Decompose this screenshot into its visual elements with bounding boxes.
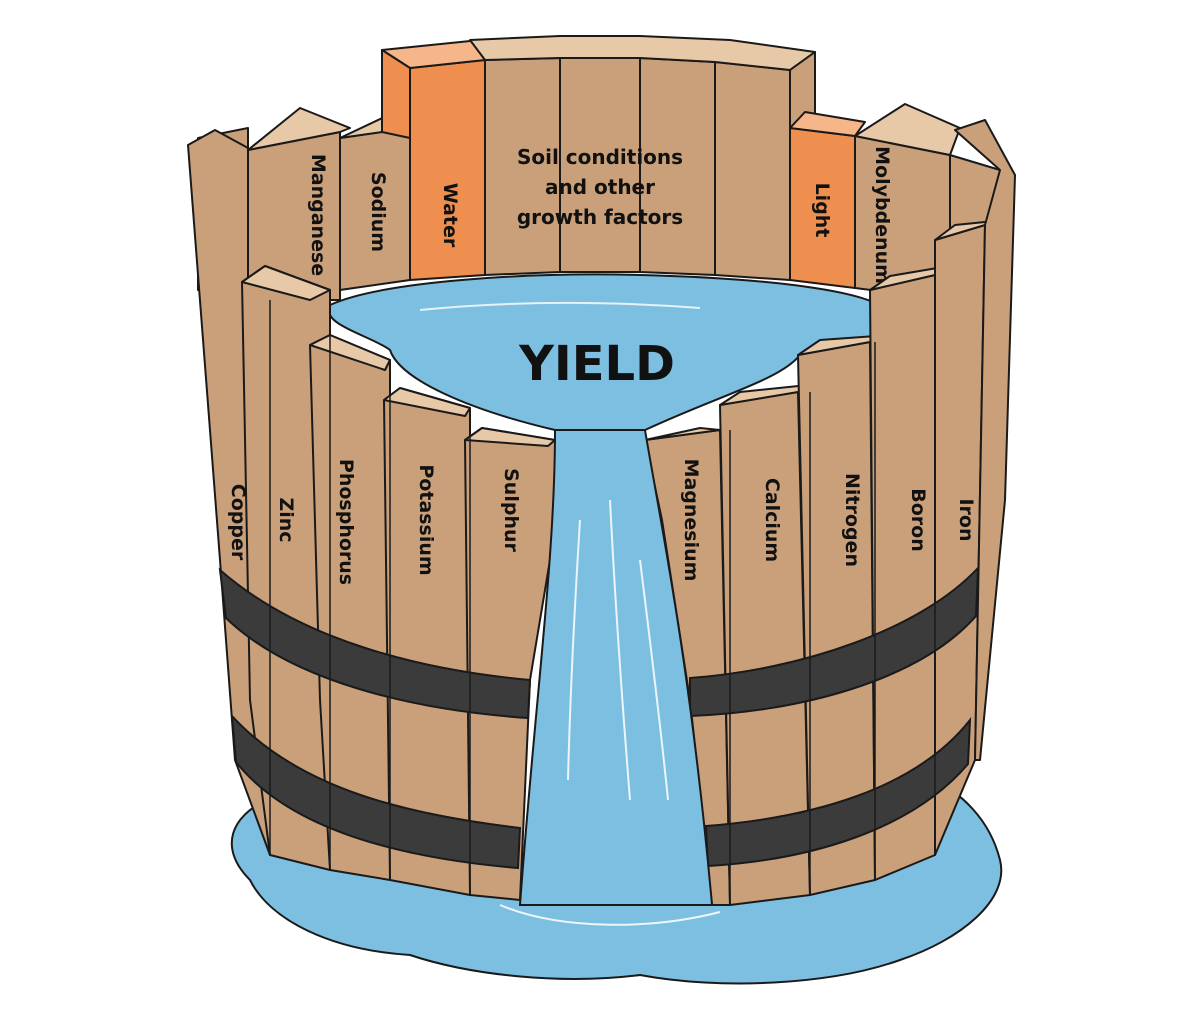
stave-label-copper: Copper <box>227 484 249 561</box>
stave-label-phosphorus: Phosphorus <box>335 459 357 585</box>
stave-label-zinc: Zinc <box>275 497 297 542</box>
stave-seams <box>269 275 936 905</box>
barrel-bands <box>218 565 980 870</box>
stave-label-calcium: Calcium <box>761 478 783 562</box>
stave-label-sulphur: Sulphur <box>500 468 522 552</box>
stave-label-light: Light <box>811 183 833 238</box>
stave-label-molybdenum: Molybdenum <box>871 146 893 284</box>
stave-label-water: Water <box>439 183 461 248</box>
stave-label-boron: Boron <box>907 488 929 552</box>
yield-label: YIELD <box>518 336 675 392</box>
stave-label-sodium: Sodium <box>367 172 389 252</box>
water-highlights <box>499 499 721 926</box>
stave-label-iron: Iron <box>955 498 977 541</box>
back-center-line-3: growth factors <box>517 205 683 229</box>
front-stave-labels: Copper Zinc Phosphorus Potassium Sulphur… <box>227 459 977 586</box>
back-staves <box>197 35 1001 301</box>
stave-label-nitrogen: Nitrogen <box>841 473 863 567</box>
stave-label-manganese: Manganese <box>307 154 329 276</box>
stave-label-potassium: Potassium <box>415 464 437 575</box>
stave-label-magnesium: Magnesium <box>680 459 702 582</box>
water-stream <box>518 429 714 906</box>
front-right-staves <box>644 119 1016 906</box>
back-center-line-2: and other <box>545 175 655 199</box>
back-center-line-1: Soil conditions <box>517 145 683 169</box>
back-stave-labels: Manganese Sodium Water Light Molybdenum … <box>307 145 893 284</box>
